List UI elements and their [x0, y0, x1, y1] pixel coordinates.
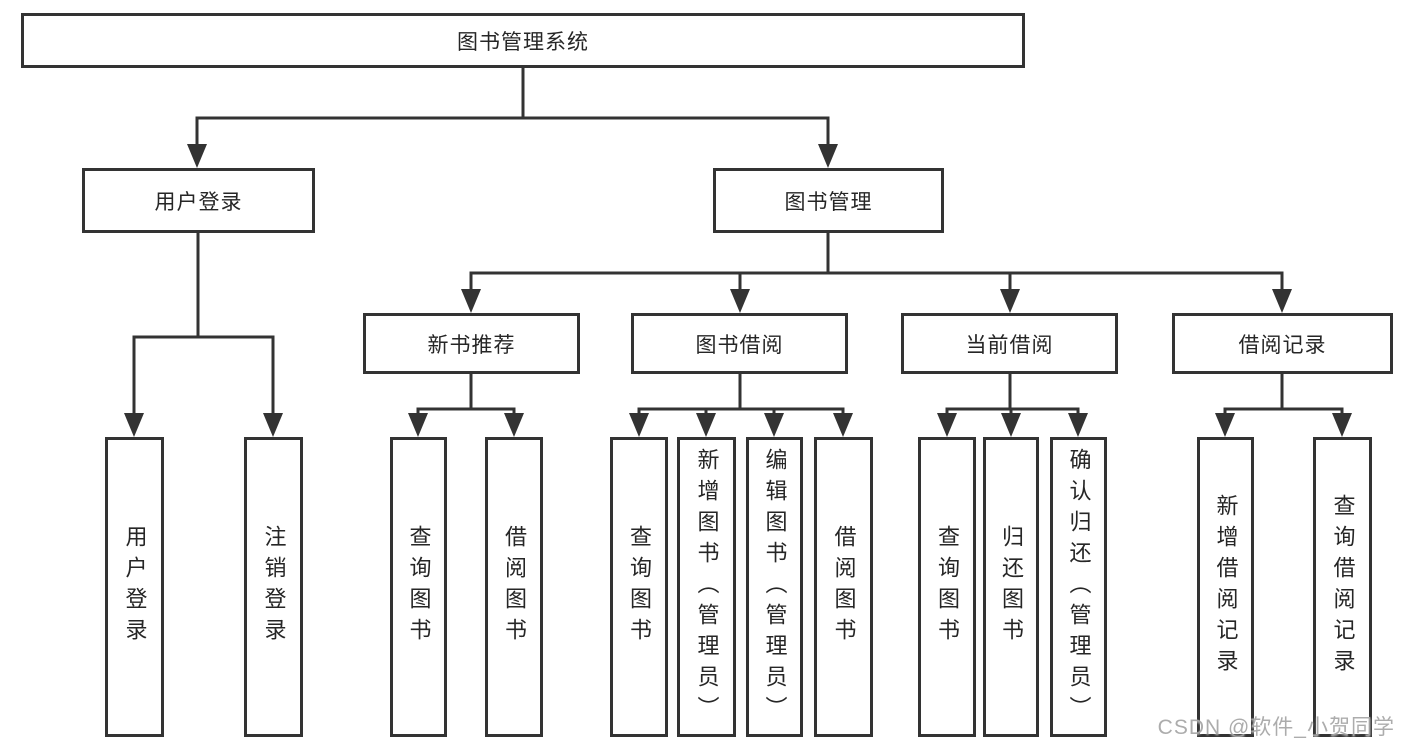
- leaf-return-books: 归还图书: [983, 437, 1039, 737]
- leaf-confirm-return-admin: 确认归还（管理员）: [1050, 437, 1107, 737]
- leaf-logout: 注销登录: [244, 437, 303, 737]
- leaf-borrow-books-recommend: 借阅图书: [485, 437, 543, 737]
- node-book-management-label: 图书管理: [784, 190, 873, 214]
- leaf-query-borrow-record: 查询借阅记录: [1313, 437, 1372, 737]
- csdn-watermark: CSDN @软件_小贺同学: [1157, 716, 1395, 739]
- node-current-borrowing-label: 当前借阅: [965, 333, 1054, 357]
- leaf-query-books-recommend: 查询图书: [390, 437, 447, 737]
- leaf-add-borrow-record: 新增借阅记录: [1197, 437, 1254, 737]
- node-user-login: 用户登录: [82, 168, 315, 233]
- leaf-user-login: 用户登录: [105, 437, 164, 737]
- leaf-borrow-books: 借阅图书: [814, 437, 873, 737]
- node-current-borrowing: 当前借阅: [901, 313, 1118, 374]
- node-borrowing-records: 借阅记录: [1172, 313, 1393, 374]
- leaf-query-books-current: 查询图书: [918, 437, 976, 737]
- node-borrowing-records-label: 借阅记录: [1238, 333, 1327, 357]
- node-user-login-label: 用户登录: [154, 190, 243, 214]
- node-new-book-recommend: 新书推荐: [363, 313, 580, 374]
- node-root: 图书管理系统: [21, 13, 1025, 68]
- node-book-borrowing: 图书借阅: [631, 313, 848, 374]
- node-new-book-recommend-label: 新书推荐: [427, 333, 516, 357]
- node-book-management: 图书管理: [713, 168, 944, 233]
- leaf-query-books-borrowing: 查询图书: [610, 437, 668, 737]
- arrowhead-icons: [124, 144, 1352, 437]
- node-root-label: 图书管理系统: [457, 30, 589, 54]
- node-book-borrowing-label: 图书借阅: [695, 333, 784, 357]
- leaf-edit-books-admin: 编辑图书（管理员）: [746, 437, 803, 737]
- leaf-add-books-admin: 新增图书（管理员）: [677, 437, 736, 737]
